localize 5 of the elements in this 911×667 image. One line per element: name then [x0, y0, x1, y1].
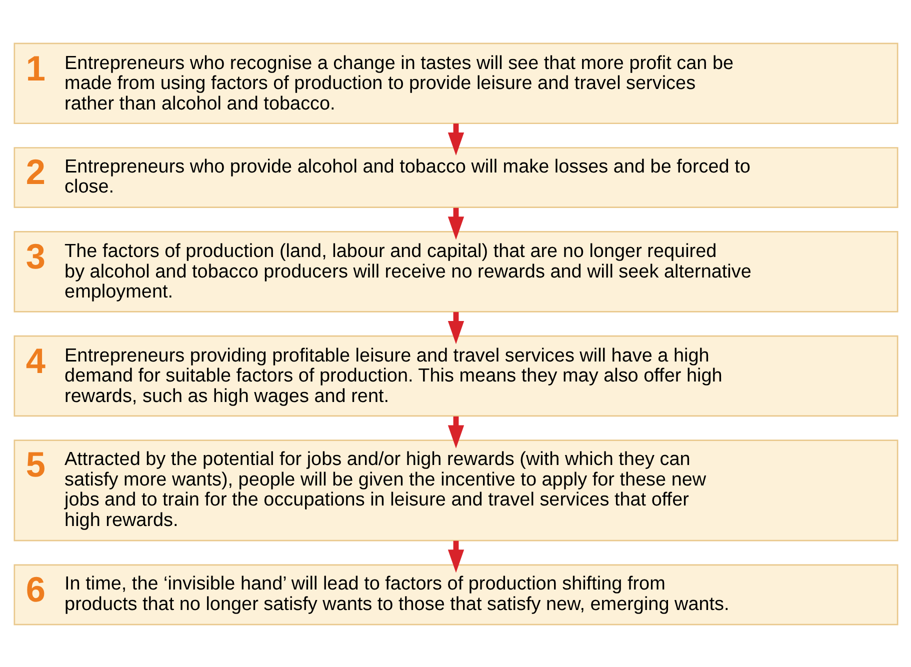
arrow	[447, 416, 464, 448]
arrow	[447, 540, 464, 572]
arrow	[447, 312, 464, 344]
arrow	[447, 207, 464, 240]
arrow	[447, 123, 464, 156]
